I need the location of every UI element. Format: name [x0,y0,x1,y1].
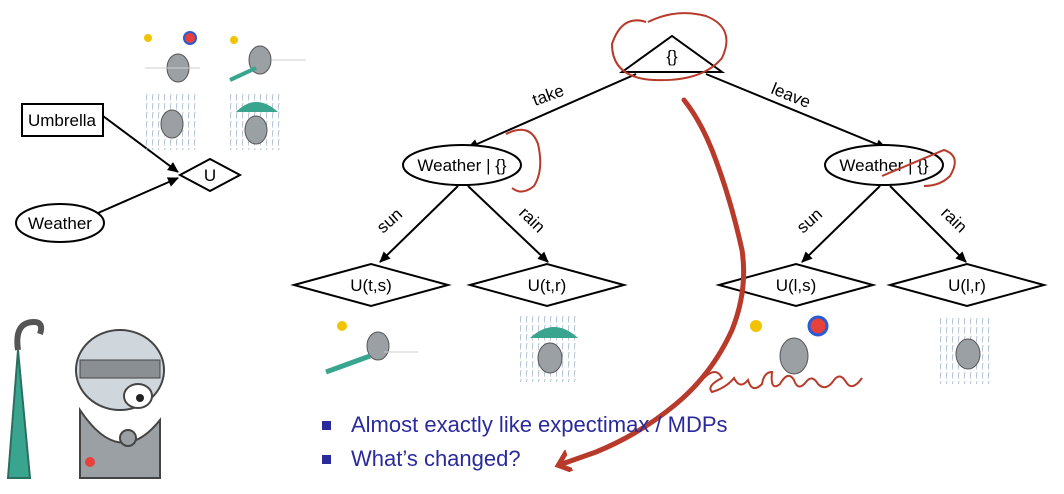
umbrella-to-utility-arrow [102,115,179,173]
bullet-text: What’s changed? [351,446,521,471]
bullet-list: Almost exactly like expectimax / MDPs Wh… [322,408,728,476]
rainy-no-umbrella-illustration [146,94,196,150]
umbrella-icon [6,349,32,479]
take-sun-illustration [325,321,418,375]
root-decision-node [618,34,726,73]
weather-node-label: Weather [28,214,92,233]
take-edge-label: take [530,81,567,110]
root-circle-annotation [610,12,728,82]
umbrella-icon [530,327,578,338]
bullet-item: Almost exactly like expectimax / MDPs [322,408,728,442]
leave-sun-illustration [750,315,829,375]
robot-icon [160,109,184,139]
beach-ball-icon [183,31,197,45]
utility-leaf-leave-rain [886,262,1048,308]
sun-icon [230,36,238,44]
evidence-handwriting-text: evidence [704,360,864,390]
umbrella-icon [236,102,278,112]
take-rain-label: rain [515,203,549,236]
bullet-text: Almost exactly like expectimax / MDPs [351,412,728,437]
utility-leaf-take-rain-label: U(t,r) [528,276,567,295]
utility-leaf-take-rain [466,262,628,308]
bullet-marker-icon [322,454,331,464]
leave-rain-label: rain [937,203,971,236]
sun-icon [337,321,347,331]
sunny-with-umbrella-illustration [229,36,306,82]
influence-diagram: Umbrella Weather U [15,103,243,243]
robot-with-umbrella-illustration [6,318,165,479]
leave-edge [705,73,887,149]
take-sun-edge [379,185,459,263]
leave-rain-edge [889,185,967,263]
sunny-no-umbrella-illustration [144,31,200,83]
leave-chance-bracket-annotation [881,148,956,187]
utility-node [177,157,243,193]
umbrella-icon [229,66,257,82]
leave-edge-label: leave [769,79,814,112]
root-decision-label: {} [666,47,678,66]
take-edge [467,73,637,149]
weather-chance-node-take [402,144,522,186]
umbrella-node-label: Umbrella [28,111,97,130]
handwritten-annotations [505,12,956,394]
sun-icon [144,34,152,42]
utility-leaf-leave-sun [715,262,877,308]
umbrella-icon [325,353,371,375]
bullet-marker-icon [322,420,331,430]
leave-sun-edge [801,185,881,263]
red-curved-arrow [562,97,747,464]
illustration-grid-small [144,31,306,150]
decision-tree: take leave {} Weather | {} Weather | {} … [290,34,1048,308]
sun-icon [750,320,762,332]
robot-icon [955,338,981,370]
leave-rain-illustration [940,318,994,384]
utility-leaf-take-sun [290,262,452,308]
robot-icon [537,342,563,374]
robot-icon [779,337,809,375]
umbrella-handle-icon [14,318,45,351]
robot-icon [366,331,390,361]
leave-sun-label: sun [793,205,826,237]
weather-chance-node-leave [824,144,944,186]
utility-leaf-leave-sun-label: U(l,s) [776,276,817,295]
take-chance-bracket-annotation [505,128,542,193]
utility-leaf-leave-rain-label: U(l,r) [948,276,986,295]
take-sun-label: sun [373,205,406,237]
rainy-with-umbrella-illustration [230,94,282,150]
umbrella-node [21,103,104,137]
robot-body-icon [79,406,161,479]
beach-ball-icon [807,315,829,337]
weather-to-utility-arrow [97,177,179,214]
weather-chance-label-leave: Weather | {} [839,156,928,175]
bullet-item: What’s changed? [322,442,728,476]
weather-node [15,203,105,243]
take-rain-edge [467,185,549,263]
utility-node-label: U [204,166,216,185]
robot-icon [244,115,268,145]
take-rain-illustration [520,316,578,382]
evidence-handwriting [703,370,863,394]
utility-leaf-take-sun-label: U(t,s) [350,276,392,295]
weather-chance-label-take: Weather | {} [417,156,506,175]
leaf-illustrations [325,315,994,384]
